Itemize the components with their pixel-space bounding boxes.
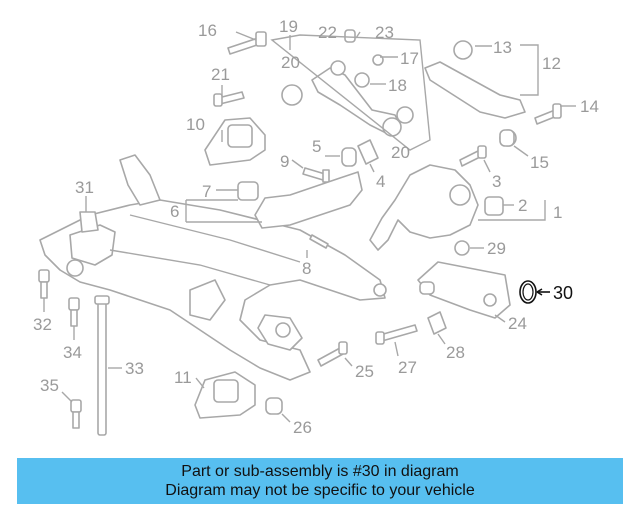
bolt-8 [309, 234, 329, 249]
callout-7: 7 [202, 182, 211, 201]
callout-17: 17 [400, 49, 419, 68]
mount-11 [194, 371, 256, 419]
callout-33: 33 [125, 359, 144, 378]
banner-line-part: Part or sub-assembly is #30 in diagram [181, 463, 459, 480]
callout-34: 34 [63, 343, 82, 362]
callout-12: 12 [542, 54, 561, 73]
upper-arm-assembly [270, 29, 431, 151]
bolt-3 [459, 145, 487, 167]
callout-11: 11 [174, 368, 192, 387]
callout-3: 3 [492, 172, 501, 191]
callout-32: 32 [33, 315, 52, 334]
callout-26: 26 [293, 418, 312, 437]
callout-9: 9 [280, 152, 289, 171]
callout-8: 8 [302, 259, 311, 278]
bolt-35 [70, 399, 82, 429]
bolt-21 [213, 91, 245, 107]
callout-22: 22 [318, 23, 337, 42]
callout-19: 19 [279, 17, 298, 36]
bolt-16 [227, 31, 267, 55]
bracket-4 [357, 139, 379, 165]
bush-15 [499, 129, 515, 147]
callout-21: 21 [211, 65, 230, 84]
bolt-31 [79, 211, 99, 233]
callout-27: 27 [398, 358, 417, 377]
callout-15: 15 [530, 153, 549, 172]
callout-25: 25 [355, 362, 374, 381]
knuckle-1 [369, 164, 504, 256]
bush-26 [265, 397, 283, 415]
info-banner: Part or sub-assembly is #30 in diagram D… [17, 458, 623, 504]
bush-5 [341, 147, 357, 167]
callout-29: 29 [487, 239, 506, 258]
callout-labels: 16 19 22 23 17 13 12 20 18 21 14 10 5 20… [33, 17, 599, 437]
bolt-27 [375, 324, 418, 345]
bolt-9 [302, 167, 330, 183]
bolt-34 [68, 297, 80, 327]
mount-10 [204, 117, 266, 166]
arm-24 [417, 261, 511, 319]
bolt-14 [534, 103, 562, 125]
callout-2: 2 [518, 196, 527, 215]
parts-diagram: 16 19 22 23 17 13 12 20 18 21 14 10 5 20… [33, 17, 599, 437]
plate-28 [427, 311, 447, 335]
callout-13: 13 [493, 38, 512, 57]
callout-31: 31 [75, 178, 94, 197]
leader-lines [43, 31, 576, 423]
callout-30: 30 [553, 283, 573, 303]
callout-6: 6 [170, 202, 179, 221]
callout-4: 4 [376, 172, 385, 191]
callout-20-upper: 20 [281, 53, 300, 72]
callout-14: 14 [580, 97, 599, 116]
long-bolt-33 [94, 295, 110, 436]
banner-line-disclaimer: Diagram may not be specific to your vehi… [165, 482, 475, 499]
callout-16: 16 [198, 21, 217, 40]
callout-24: 24 [508, 314, 527, 333]
callout-28: 28 [446, 343, 465, 362]
callout-10: 10 [186, 115, 205, 134]
subframe [39, 154, 387, 381]
arm-6 [237, 171, 363, 229]
callout-1: 1 [553, 203, 562, 222]
callout-35: 35 [40, 376, 59, 395]
callout-23: 23 [375, 23, 394, 42]
washer-30 [519, 280, 537, 304]
callout-18: 18 [388, 76, 407, 95]
bolt-32 [38, 269, 50, 299]
callout-20-lower: 20 [391, 143, 410, 162]
bolt-25 [317, 341, 348, 367]
callout-5: 5 [312, 137, 321, 156]
